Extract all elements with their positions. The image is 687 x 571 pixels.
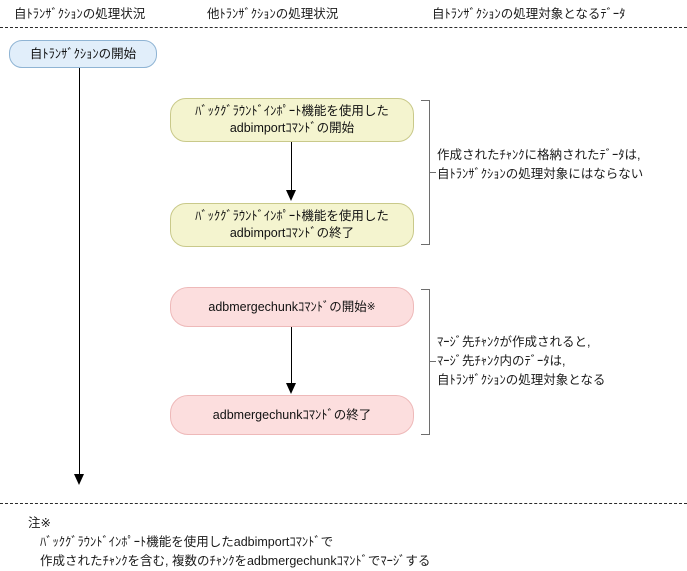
column-header-own-transaction-target-data: 自ﾄﾗﾝｻﾞｸｼｮﾝの処理対象となるﾃﾞｰﾀ xyxy=(432,7,626,21)
bracket-merge-group-tick xyxy=(429,361,436,362)
arrow-merge-start-to-end-shaft xyxy=(291,327,292,385)
column-header-other-transaction-status: 他ﾄﾗﾝｻﾞｸｼｮﾝの処理状況 xyxy=(207,7,339,21)
annotation-merge-group: ﾏｰｼﾞ先ﾁｬﾝｸが作成されると, ﾏｰｼﾞ先ﾁｬﾝｸ内のﾃﾞｰﾀは, 自ﾄﾗﾝ… xyxy=(437,335,606,387)
node-adbmergechunk-start: adbmergechunkｺﾏﾝﾄﾞの開始※ xyxy=(170,287,414,327)
footnote-title: 注※ xyxy=(28,516,51,530)
footnote-body: ﾊﾞｯｸｸﾞﾗｳﾝﾄﾞｲﾝﾎﾟｰﾄ機能を使用したadbimportｺﾏﾝﾄﾞで … xyxy=(40,535,431,568)
transaction-lifeline-arrow-head xyxy=(73,474,84,485)
arrow-import-start-to-end-shaft xyxy=(291,142,292,192)
footnote: 注※ ﾊﾞｯｸｸﾞﾗｳﾝﾄﾞｲﾝﾎﾟｰﾄ機能を使用したadbimportｺﾏﾝﾄ… xyxy=(28,515,678,571)
column-header-own-transaction-status: 自ﾄﾗﾝｻﾞｸｼｮﾝの処理状況 xyxy=(14,7,146,21)
node-adbimport-start: ﾊﾞｯｸｸﾞﾗｳﾝﾄﾞｲﾝﾎﾟｰﾄ機能を使用した adbimportｺﾏﾝﾄﾞの… xyxy=(170,98,414,142)
transaction-lifeline-arrow-shaft xyxy=(79,68,80,476)
node-adbmergechunk-start-label: adbmergechunkｺﾏﾝﾄﾞの開始 xyxy=(208,299,367,314)
footnote-divider-dashed xyxy=(0,503,687,504)
bracket-import-group-tick xyxy=(429,172,436,173)
node-adbimport-end: ﾊﾞｯｸｸﾞﾗｳﾝﾄﾞｲﾝﾎﾟｰﾄ機能を使用した adbimportｺﾏﾝﾄﾞの… xyxy=(170,203,414,247)
header-divider-dashed xyxy=(0,27,687,28)
node-transaction-start: 自ﾄﾗﾝｻﾞｸｼｮﾝの開始 xyxy=(9,40,157,68)
node-adbmergechunk-end: adbmergechunkｺﾏﾝﾄﾞの終了 xyxy=(170,395,414,435)
arrow-merge-start-to-end-head xyxy=(285,383,296,394)
footnote-reference-mark-icon: ※ xyxy=(366,300,376,313)
bracket-merge-group xyxy=(421,289,430,435)
annotation-import-group: 作成されたﾁｬﾝｸに格納されたﾃﾞｰﾀは, 自ﾄﾗﾝｻﾞｸｼｮﾝの処理対象にはな… xyxy=(437,148,644,181)
arrow-import-start-to-end-head xyxy=(285,190,296,201)
